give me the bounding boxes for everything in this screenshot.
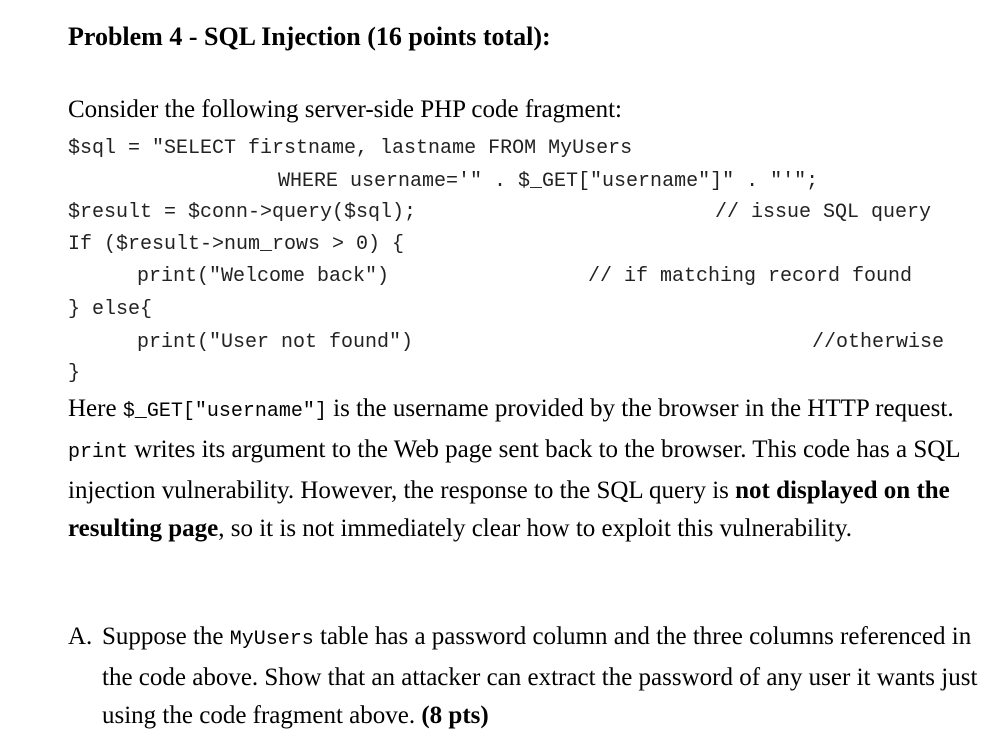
problem-title: Problem 4 - SQL Injection (16 points tot…: [68, 22, 551, 51]
code-comment-7: //otherwise: [812, 331, 945, 354]
code-comment-3: // issue SQL query: [715, 201, 932, 224]
code-line-3: $result = $conn->query($sql);: [68, 201, 417, 224]
para-text-4: , so it is not immediately clear how to …: [218, 515, 852, 542]
para-code-get: $_GET["username"]: [122, 400, 327, 423]
qa-text-1: Suppose the: [102, 623, 230, 650]
intro-text: Consider the following server-side PHP c…: [68, 96, 623, 123]
qa-points: (8 pts): [421, 702, 489, 729]
para-text-3: writes its argument to the Web page sent…: [68, 436, 960, 504]
question-a-label: A.: [68, 623, 93, 650]
code-line-8: }: [68, 362, 81, 385]
para-bold-text: not displayed on the resulting page: [68, 477, 950, 542]
code-comment-5: // if matching record found: [588, 265, 913, 288]
code-line-2: WHERE username='" . $_GET["username"]" .…: [278, 170, 819, 193]
explanation-paragraph: Here $_GET["username"] is the username p…: [68, 390, 973, 548]
code-line-5: print("Welcome back"): [137, 265, 390, 288]
question-a-text: Suppose the MyUsers table has a password…: [102, 618, 978, 735]
para-code-print: print: [68, 441, 129, 464]
qa-code-table: MyUsers: [229, 628, 314, 651]
code-line-1: $sql = "SELECT firstname, lastname FROM …: [68, 137, 633, 160]
para-text-2: is the username provided by the browser …: [326, 395, 954, 422]
code-line-6: } else{: [68, 298, 153, 321]
qa-text-2: table has a password column and the thre…: [102, 623, 978, 729]
code-line-4: If ($result->num_rows > 0) {: [68, 233, 405, 256]
para-text-1: Here: [68, 395, 123, 422]
question-a: A. Suppose the MyUsers table has a passw…: [68, 618, 978, 734]
code-line-7: print("User not found"): [137, 331, 414, 354]
